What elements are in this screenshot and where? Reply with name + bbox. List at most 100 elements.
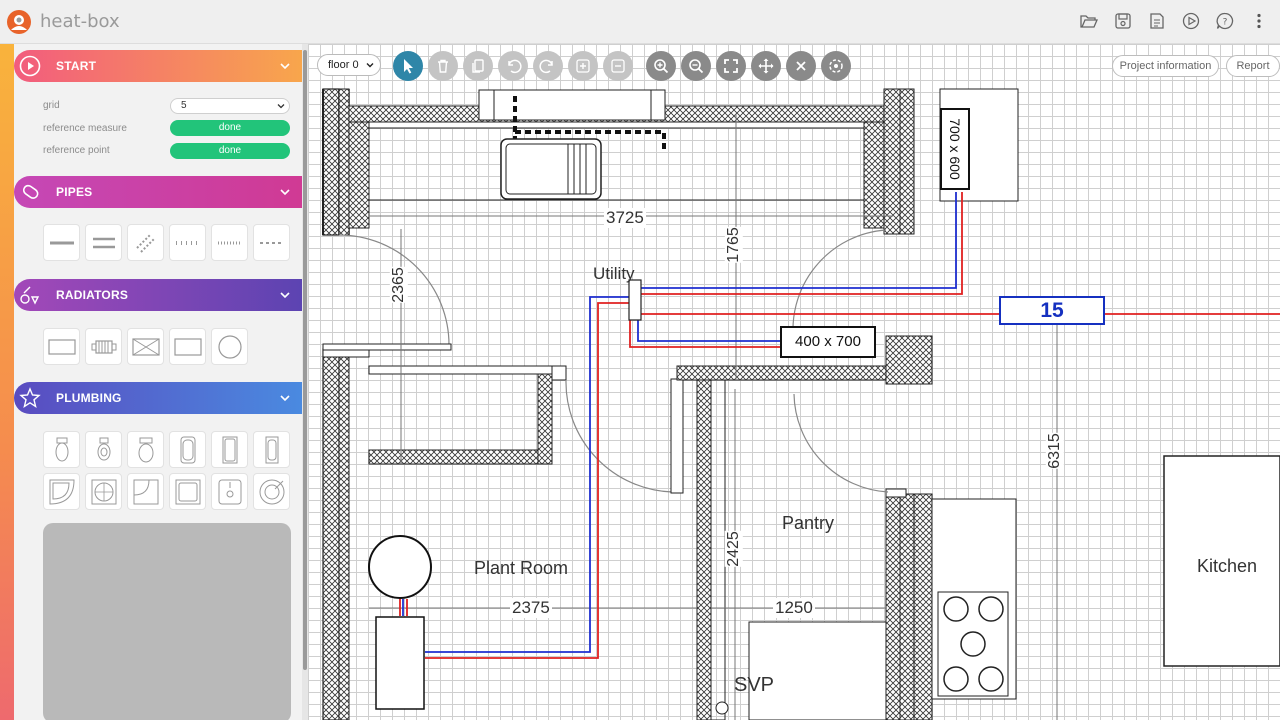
section-plumbing-header[interactable]: PLUMBING <box>14 382 302 414</box>
close-button[interactable] <box>786 51 816 81</box>
radiator-plinth-tool[interactable] <box>169 328 206 365</box>
radiator-label-700x600[interactable]: 700 x 600 <box>940 108 970 190</box>
select-tool-button[interactable] <box>393 51 423 81</box>
dimension-label-2375: 2375 <box>510 598 552 618</box>
radiator-label-400x700[interactable]: 400 x 700 <box>780 326 876 358</box>
radiator-panel-icon <box>47 338 76 355</box>
more-vert-icon[interactable] <box>1248 10 1270 32</box>
report-button[interactable]: Report <box>1226 55 1280 77</box>
radiators-icon <box>14 279 46 311</box>
wc-round-tool[interactable] <box>85 431 122 468</box>
pipe-dotted-tool[interactable] <box>253 224 290 261</box>
zoom-in-icon <box>654 59 669 74</box>
dimension-label-1765: 1765 <box>724 227 743 263</box>
room-label-plant-room: Plant Room <box>474 558 569 578</box>
plus-square-icon <box>576 59 590 73</box>
reference-point-status[interactable]: done <box>170 143 290 159</box>
pipe-dense-tool[interactable] <box>211 224 248 261</box>
dimension-label-6315: 6315 <box>1045 433 1064 469</box>
reference-point-label: reference point <box>43 145 110 156</box>
grid-select-value: 5 <box>181 100 187 111</box>
shower-quadrant-tool[interactable] <box>127 473 164 510</box>
wall-plant-room-top <box>368 365 567 465</box>
radiator-round-icon <box>217 334 242 359</box>
grid-select[interactable]: 5 <box>170 98 290 114</box>
delete-button[interactable] <box>428 51 458 81</box>
radiator-panel-tool[interactable] <box>43 328 80 365</box>
chevron-down-icon <box>280 63 290 70</box>
reference-measure-status[interactable]: done <box>170 120 290 136</box>
bath-tool[interactable] <box>169 431 206 468</box>
section-pipes-header[interactable]: PIPES <box>14 176 302 208</box>
room-label-svp: SVP <box>734 674 775 696</box>
bath-slim-tool[interactable] <box>253 431 290 468</box>
section-radiators-header[interactable]: RADIATORS <box>14 279 302 311</box>
wall-top-upper-room <box>348 88 915 235</box>
wc-tool[interactable] <box>43 431 80 468</box>
radiator-label-700x600-text: 700 x 600 <box>947 118 963 180</box>
boiler-circle <box>368 535 432 599</box>
shower-quadrant-icon <box>133 479 158 504</box>
help-icon[interactable]: ? <box>1214 10 1236 32</box>
pipe-double-tool[interactable] <box>85 224 122 261</box>
pipe-size-label[interactable]: 15 <box>999 296 1105 325</box>
pipe-dashed-tool[interactable] <box>169 224 206 261</box>
bath-icon <box>180 436 195 463</box>
fit-to-screen-button[interactable] <box>716 51 746 81</box>
room-label-pantry: Pantry <box>782 513 835 533</box>
play-icon[interactable] <box>1180 10 1202 32</box>
sidebar-scroll-thumb[interactable] <box>303 50 307 670</box>
wall-right-column <box>885 335 933 720</box>
project-information-button[interactable]: Project information <box>1112 55 1219 77</box>
bath-straight-tool[interactable] <box>211 431 248 468</box>
pipe-diagonal-tool[interactable] <box>127 224 164 261</box>
kitchen-sink-drawing <box>500 138 602 200</box>
corner-basin-tool[interactable] <box>253 473 290 510</box>
corner-bath-tool[interactable] <box>43 473 80 510</box>
close-icon <box>796 61 806 71</box>
grid-label: grid <box>43 100 60 111</box>
undo-button[interactable] <box>498 51 528 81</box>
folder-open-icon[interactable] <box>1078 10 1100 32</box>
chevron-down-icon <box>280 395 290 402</box>
remove-point-button[interactable] <box>603 51 633 81</box>
basin-tool[interactable] <box>127 431 164 468</box>
rotate-button[interactable] <box>821 51 851 81</box>
radiator-round-tool[interactable] <box>211 328 248 365</box>
zoom-out-button[interactable] <box>681 51 711 81</box>
pipe-single-icon <box>49 241 74 244</box>
section-start-label: START <box>56 59 97 73</box>
export-icon[interactable] <box>1146 10 1168 32</box>
radiator-column-tool[interactable] <box>85 328 122 365</box>
shower-tray-tool[interactable] <box>169 473 206 510</box>
pipe-single-tool[interactable] <box>43 224 80 261</box>
bath-slim-icon <box>265 436 278 463</box>
radiator-fan-icon <box>131 337 160 356</box>
pipe-dense-icon <box>217 241 242 244</box>
pipe-diagonal-icon <box>135 232 156 253</box>
pan-button[interactable] <box>751 51 781 81</box>
floor-plan-drawing <box>322 88 1280 720</box>
radiator-plinth-icon <box>173 337 202 356</box>
floor-plan-canvas[interactable]: Utility Plant Room Pantry Kitchen SVP 37… <box>308 44 1280 720</box>
shower-round-tool[interactable] <box>85 473 122 510</box>
hob-drawing <box>931 498 1017 700</box>
redo-button[interactable] <box>533 51 563 81</box>
pipe-dotted-icon <box>259 241 284 244</box>
pipe-double-icon <box>92 237 115 248</box>
wall-left-lower <box>322 346 370 720</box>
zoom-in-button[interactable] <box>646 51 676 81</box>
pipe-dashed-icon <box>175 240 200 245</box>
sink-tool[interactable] <box>211 473 248 510</box>
corner-basin-icon <box>259 479 284 504</box>
radiator-fan-tool[interactable] <box>127 328 164 365</box>
section-start-header[interactable]: START <box>14 50 302 82</box>
save-icon[interactable] <box>1112 10 1134 32</box>
add-point-button[interactable] <box>568 51 598 81</box>
wall-center-vertical <box>670 365 888 720</box>
copy-button[interactable] <box>463 51 493 81</box>
floor-select[interactable]: floor 0 <box>317 54 381 76</box>
plumbing-star-icon <box>14 382 46 414</box>
item-preview-panel <box>43 523 291 720</box>
canvas-toolbar: floor 0 <box>308 48 1280 84</box>
